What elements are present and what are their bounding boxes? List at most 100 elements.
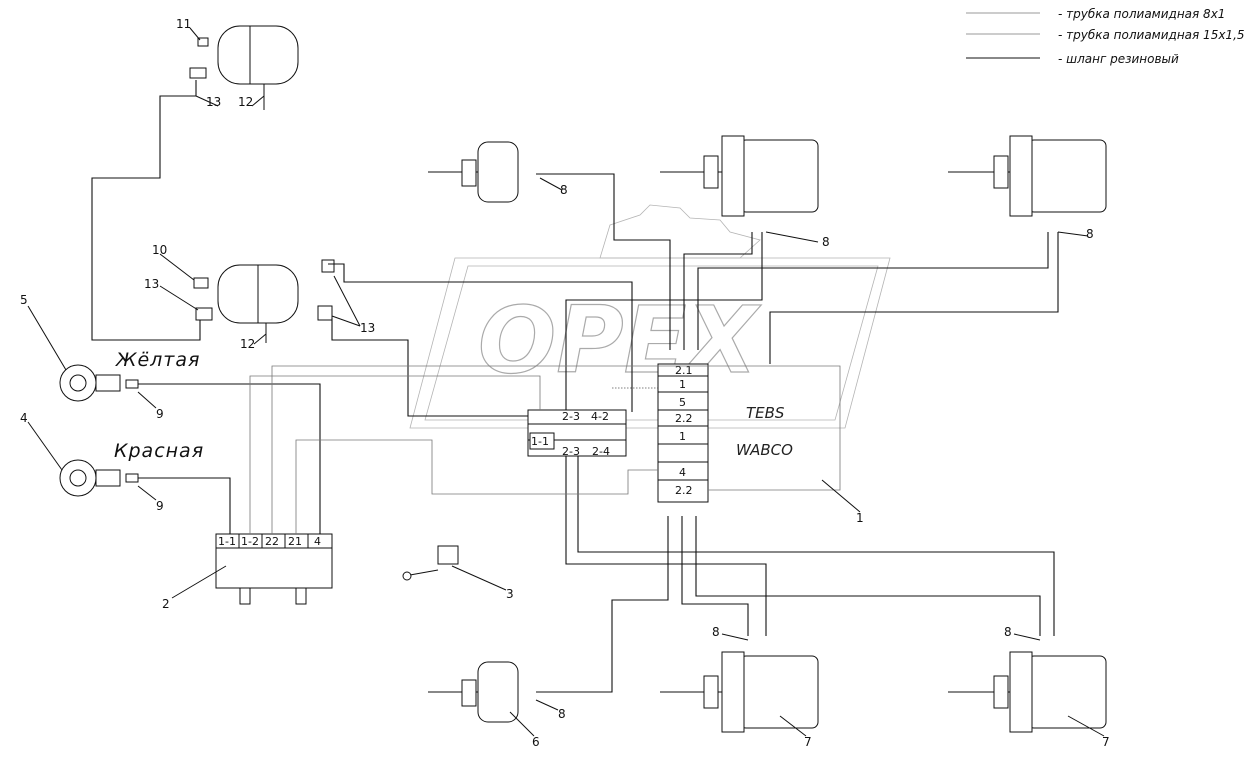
tebs-port-1a: 1 <box>679 378 686 391</box>
callout-10: 10 <box>152 243 167 257</box>
relay-port-2-3-top: 2-3 <box>562 410 580 423</box>
callout-13c: 13 <box>360 321 375 335</box>
relay-port-2-3-bottom: 2-3 <box>562 445 580 458</box>
watermark-frame-outer <box>409 257 891 429</box>
callout-13b: 13 <box>144 277 159 291</box>
tube-block-to-tebs <box>271 365 841 534</box>
tebs-module: 2.1 1 5 2.2 1 4 2.2 TEBS WABCO <box>657 363 793 503</box>
coupling-yellow-label: Жёлтая <box>115 349 200 371</box>
callout-4: 4 <box>20 411 28 425</box>
coupling-yellow-filter <box>95 374 121 392</box>
watermark-gear <box>599 204 761 259</box>
callout-2: 2 <box>162 597 170 611</box>
callout-9b: 9 <box>156 499 164 513</box>
valve-10 <box>193 277 209 289</box>
coupling-red-fitting <box>125 473 139 483</box>
block2-port-1: 1-1 <box>218 535 236 548</box>
air-tank-top-body <box>217 25 299 85</box>
watermark: OPEX <box>409 204 891 429</box>
callout-11: 11 <box>176 17 191 31</box>
brake-chamber-spring-bottom-1 <box>660 651 819 733</box>
pipe-spring-top-1b <box>683 232 753 350</box>
coupling-red-head <box>59 459 97 497</box>
relay-valve: 1-1 2-3 2-4 4-2 2-3 <box>527 409 627 458</box>
legend: - трубка полиамидная 8х1 - трубка полиам… <box>966 7 1245 66</box>
tebs-module-body <box>657 363 709 503</box>
valve-block-2-body <box>215 533 333 589</box>
coupling-red <box>59 459 139 497</box>
fitting-13-left <box>195 307 213 321</box>
watermark-frame-inner <box>424 265 879 421</box>
pipework <box>91 80 1059 693</box>
hose-yellow-to-block <box>138 383 321 534</box>
watermark-text: OPEX <box>478 287 761 394</box>
brake-chamber-small-top <box>428 141 519 203</box>
hose-tank-top-to-coupling <box>91 80 201 341</box>
tebs-port-2-2a: 2.2 <box>675 412 693 425</box>
brake-chamber-spring-top-1 <box>660 135 819 217</box>
relay-port-4-2: 4-2 <box>591 410 609 423</box>
block2-port-4: 21 <box>288 535 302 548</box>
brake-chamber-small-bottom <box>428 661 519 723</box>
tebs-port-5: 5 <box>679 396 686 409</box>
tebs-port-2-1: 2.1 <box>675 364 693 377</box>
pipe-small-chamber-top <box>536 173 671 350</box>
tebs-port-1b: 1 <box>679 430 686 443</box>
tebs-port-2-2b: 2.2 <box>675 484 693 497</box>
legend-rubber-hose: - шланг резиновый <box>1058 52 1179 66</box>
callouts: 1 2 3 4 5 6 7 7 8 8 8 8 8 8 9 9 10 <box>20 17 1110 749</box>
callout-13a: 13 <box>206 95 221 109</box>
coupling-red-filter <box>95 469 121 487</box>
valve-block-2: 1-1 1-2 22 21 4 <box>215 533 333 605</box>
pipe-spring-bottom-1b <box>565 456 767 636</box>
air-tank-top <box>189 25 299 110</box>
callout-8f: 8 <box>1004 625 1012 639</box>
legend-tube-8x1: - трубка полиамидная 8х1 <box>1058 7 1225 21</box>
lever-valve-3 <box>402 545 459 581</box>
callout-6: 6 <box>532 735 540 749</box>
pipe-tank-to-relay-top <box>328 263 633 412</box>
block2-port-5: 4 <box>314 535 321 548</box>
brake-chamber-spring-bottom-2 <box>948 651 1107 733</box>
callout-9a: 9 <box>156 407 164 421</box>
callout-3: 3 <box>506 587 514 601</box>
pipe-tank-to-relay <box>331 318 528 417</box>
hose-red-to-block <box>138 477 231 534</box>
pipe-spring-top-2a <box>697 232 1049 350</box>
callout-1: 1 <box>856 511 864 525</box>
pipe-spring-top-1 <box>565 232 763 410</box>
relay-port-1-1: 1-1 <box>531 435 549 448</box>
fitting-top <box>189 67 207 79</box>
fitting-13-lower <box>317 305 333 321</box>
coupling-yellow-fitting <box>125 379 139 389</box>
callout-7a: 7 <box>804 735 812 749</box>
legend-tube-15x1-5: - трубка полиамидная 15х1,5 <box>1058 28 1245 42</box>
block2-port-3: 22 <box>265 535 279 548</box>
pipe-spring-bottom-1a <box>681 516 749 636</box>
block2-port-2: 1-2 <box>241 535 259 548</box>
callout-12b: 12 <box>240 337 255 351</box>
callout-5: 5 <box>20 293 28 307</box>
drain-valve-top <box>197 37 209 47</box>
relay-port-2-4: 2-4 <box>592 445 610 458</box>
tube-block-to-tebs-4 <box>295 439 658 534</box>
fitting-13-upper <box>321 259 335 273</box>
air-tank-middle <box>193 259 335 343</box>
coupling-red-label: Красная <box>114 440 204 462</box>
callout-8b: 8 <box>822 235 830 249</box>
pipe-small-chamber-bottom <box>536 516 669 693</box>
tube-block-to-relay-1 <box>249 375 541 534</box>
tebs-maker: WABCO <box>736 441 793 459</box>
coupling-yellow <box>59 364 139 402</box>
callout-7b: 7 <box>1102 735 1110 749</box>
tebs-port-4: 4 <box>679 466 686 479</box>
callout-8c: 8 <box>1086 227 1094 241</box>
pipe-spring-bottom-2b <box>577 456 1055 636</box>
callout-12a: 12 <box>238 95 253 109</box>
callout-8d: 8 <box>558 707 566 721</box>
pipe-spring-bottom-2a <box>695 516 1041 636</box>
callout-8e: 8 <box>712 625 720 639</box>
pipe-spring-top-2b <box>769 232 1059 364</box>
